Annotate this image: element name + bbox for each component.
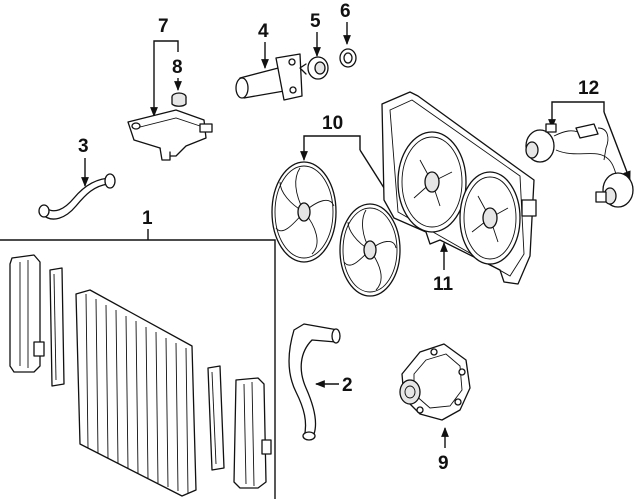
- leader-7: [150, 40, 179, 117]
- radiator-hose-lower: [288, 323, 341, 441]
- leader-12: [548, 101, 631, 181]
- callout-2: 2: [342, 375, 353, 396]
- thermostat: [299, 56, 329, 80]
- radiator-assembly: [0, 239, 276, 499]
- callout-4: 4: [258, 21, 269, 42]
- callout-3: 3: [78, 136, 89, 157]
- cooling-fan-left: [271, 161, 337, 263]
- reservoir-cap: [171, 92, 187, 107]
- fan-shroud: [381, 91, 537, 285]
- callout-9: 9: [438, 453, 449, 474]
- callout-6: 6: [340, 1, 351, 22]
- callout-11: 11: [433, 274, 454, 295]
- reservoir-tank: [127, 109, 213, 161]
- callout-10: 10: [322, 113, 343, 134]
- water-pump: [399, 343, 471, 421]
- water-inlet-housing: [235, 53, 303, 101]
- fan-motor-upper: [525, 123, 557, 163]
- cooling-fan-right: [339, 203, 401, 297]
- callout-8: 8: [172, 57, 183, 78]
- fan-motor-harness: [553, 123, 617, 175]
- callout-12: 12: [578, 78, 599, 99]
- callout-1: 1: [142, 208, 153, 229]
- radiator-hose-upper: [38, 173, 116, 220]
- radiator-core-fins: [85, 293, 189, 495]
- callout-7: 7: [158, 16, 169, 37]
- callout-5: 5: [310, 11, 321, 32]
- thermostat-gasket: [339, 48, 357, 68]
- fan-motor-lower: [595, 172, 634, 208]
